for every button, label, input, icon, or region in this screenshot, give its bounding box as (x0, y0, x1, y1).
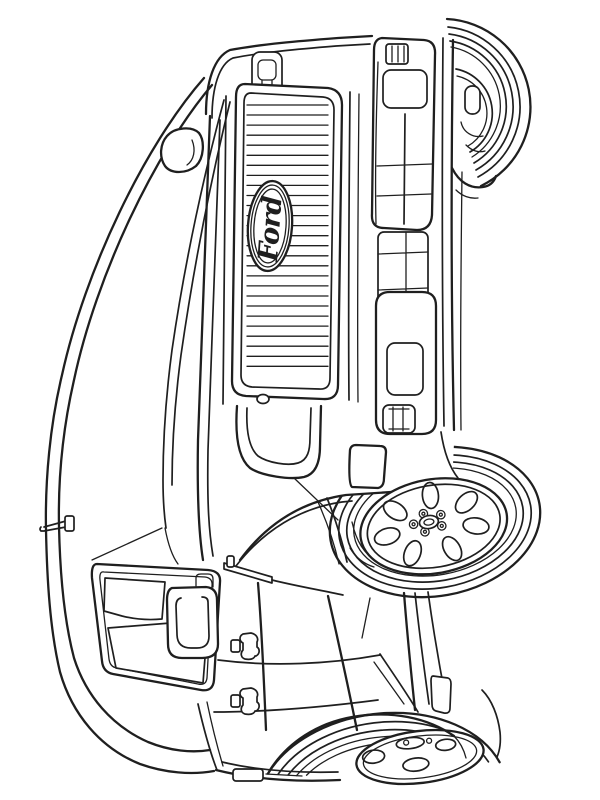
spoke-opening (454, 490, 479, 514)
rear-mud-flap (430, 675, 452, 714)
parking-light (385, 43, 409, 65)
center-cap (418, 514, 440, 530)
bumper-mask (240, 420, 455, 560)
rim-hole (434, 738, 457, 752)
lug-nuts (408, 508, 447, 537)
spoke-opening (373, 526, 401, 546)
hood-latch (256, 393, 270, 405)
fascia-seams (222, 37, 463, 432)
lug-nut-dot (421, 511, 426, 516)
lug-nut-dot (411, 522, 416, 527)
step-bracket (232, 768, 264, 782)
fog-lamp-lens (386, 342, 424, 396)
far-wheel-hub (464, 85, 481, 115)
spoke-opening (382, 500, 408, 522)
spoke-opening (462, 516, 490, 535)
lug-nut (436, 521, 447, 531)
fog-light-pod (374, 290, 459, 479)
door-handle (230, 687, 260, 716)
tow-slot (382, 404, 416, 434)
window-sill (223, 555, 344, 596)
hood-lines (196, 114, 221, 562)
lug-nut-dot (438, 512, 443, 517)
rim-hole (361, 749, 386, 765)
spoke-openings (373, 481, 490, 567)
far-side-mirror (159, 127, 204, 174)
running-board (214, 761, 342, 782)
rear-center-cap (395, 736, 425, 750)
rear-rim (355, 728, 485, 786)
grille (230, 82, 344, 480)
rear-door-edge (326, 594, 359, 732)
rear-wheel-arch (268, 689, 502, 772)
cab-side (90, 555, 381, 782)
spoke-opening (402, 539, 423, 567)
underbody-frame (361, 591, 447, 713)
front-wheel-arch (235, 477, 454, 568)
side-mirror (165, 573, 220, 660)
body-crease (217, 654, 381, 665)
spoke-opening (421, 481, 440, 510)
ford-logo-text: Ford (253, 195, 289, 264)
lug-nut-dot (422, 529, 428, 534)
antenna (39, 515, 75, 532)
front-door-edge (256, 581, 268, 732)
lug-nut-dot (439, 523, 444, 529)
door-handle (230, 632, 260, 661)
headlight (370, 36, 437, 329)
window-pane-upper (103, 577, 166, 621)
headlamp-lens (382, 69, 428, 109)
door-bottom-line (213, 699, 379, 713)
bumper-valance (348, 443, 388, 490)
lug-nut (408, 519, 419, 530)
front-wheel-rim (359, 477, 509, 576)
front-bumper-top (204, 34, 374, 119)
rim-hole (402, 757, 430, 773)
ford-badge: Ford (246, 179, 294, 273)
far-front-wheel (445, 17, 532, 199)
roof-and-cab-outline (44, 76, 231, 775)
spoke-opening (441, 535, 463, 562)
lug-nut (435, 509, 446, 520)
